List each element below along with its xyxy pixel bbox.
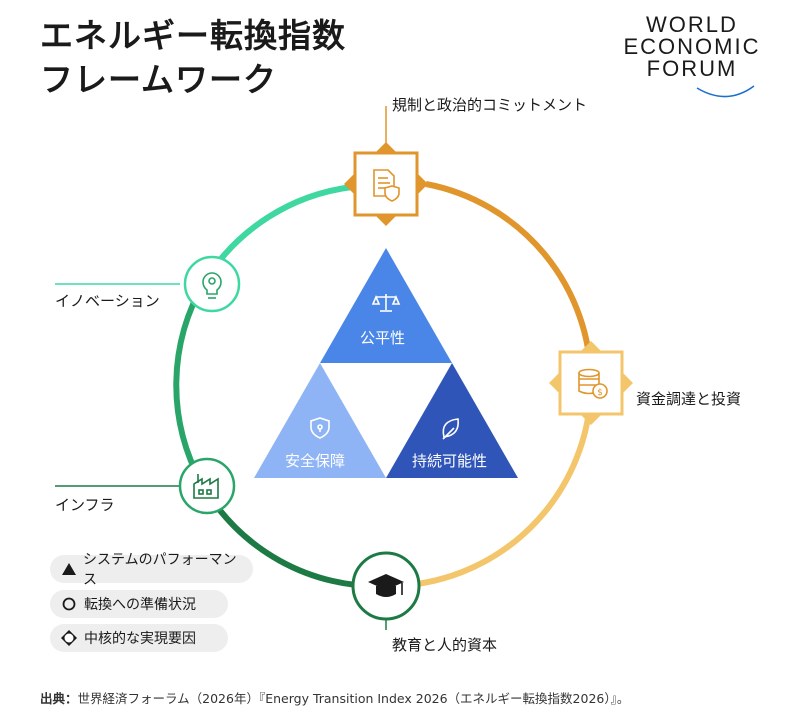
label-infrastructure: インフラ — [55, 496, 115, 514]
ring-arc-infra-innovation — [173, 279, 208, 486]
source-text: 世界経済フォーラム（2026年）『Energy Transition Index… — [77, 691, 630, 706]
logo-arc — [696, 85, 755, 98]
logo-line-3: FORUM — [646, 56, 738, 81]
diamond-circle-icon — [60, 630, 78, 646]
title-line-1: エネルギー転換指数 — [40, 16, 346, 55]
label-innovation: イノベーション — [55, 292, 160, 310]
graduation-cap-icon — [368, 574, 404, 597]
legend-label: 中核的な実現要因 — [84, 631, 196, 647]
triangle-icon — [60, 563, 77, 575]
lightbulb-gear-icon — [202, 272, 222, 299]
factory-icon — [193, 474, 219, 499]
page-title: エネルギー転換指数 フレームワーク — [40, 14, 346, 102]
ring-icon — [60, 597, 78, 611]
source-footer: 出典：世界経済フォーラム（2026年）『Energy Transition In… — [40, 688, 629, 707]
svg-text:$: $ — [597, 388, 603, 398]
legend-label: システムのパフォーマンス — [83, 552, 237, 588]
triangle-label-security: 安全保障 — [285, 452, 346, 470]
label-regulation: 規制と政治的コミットメント — [392, 96, 588, 114]
triangle-security — [254, 363, 386, 478]
triangle-label-equity: 公平性 — [360, 329, 406, 347]
label-education: 教育と人的資本 — [392, 636, 498, 654]
wef-logo: WORLD ECONOMIC FORUM — [612, 14, 772, 104]
source-prefix: 出典： — [40, 691, 78, 706]
logo-line-2: ECONOMIC — [623, 34, 761, 59]
legend-item-core-enablers: 中核的な実現要因 — [50, 624, 228, 652]
leaf-icon — [442, 418, 460, 440]
shield-lock-icon — [310, 417, 330, 439]
legend-item-transition-readiness: 転換への準備状況 — [50, 590, 228, 618]
ring-arc-finance-education — [387, 384, 594, 589]
node-infrastructure — [178, 457, 236, 515]
logo-line-1: WORLD — [646, 12, 738, 37]
ring-arc-regulation-finance — [425, 181, 594, 384]
node-regulation — [344, 142, 428, 226]
document-shield-icon — [373, 169, 400, 202]
balance-scale-icon — [371, 294, 401, 312]
legend-label: 転換への準備状況 — [84, 597, 196, 613]
node-finance: $ — [549, 341, 633, 425]
node-education — [351, 551, 421, 621]
label-finance: 資金調達と投資 — [636, 390, 742, 408]
triangle-label-sustainability: 持続可能性 — [412, 452, 488, 470]
legend-item-system-performance: システムのパフォーマンス — [50, 552, 253, 588]
node-innovation — [183, 255, 241, 313]
title-line-2: フレームワーク — [40, 60, 278, 99]
coins-icon: $ — [578, 368, 608, 399]
